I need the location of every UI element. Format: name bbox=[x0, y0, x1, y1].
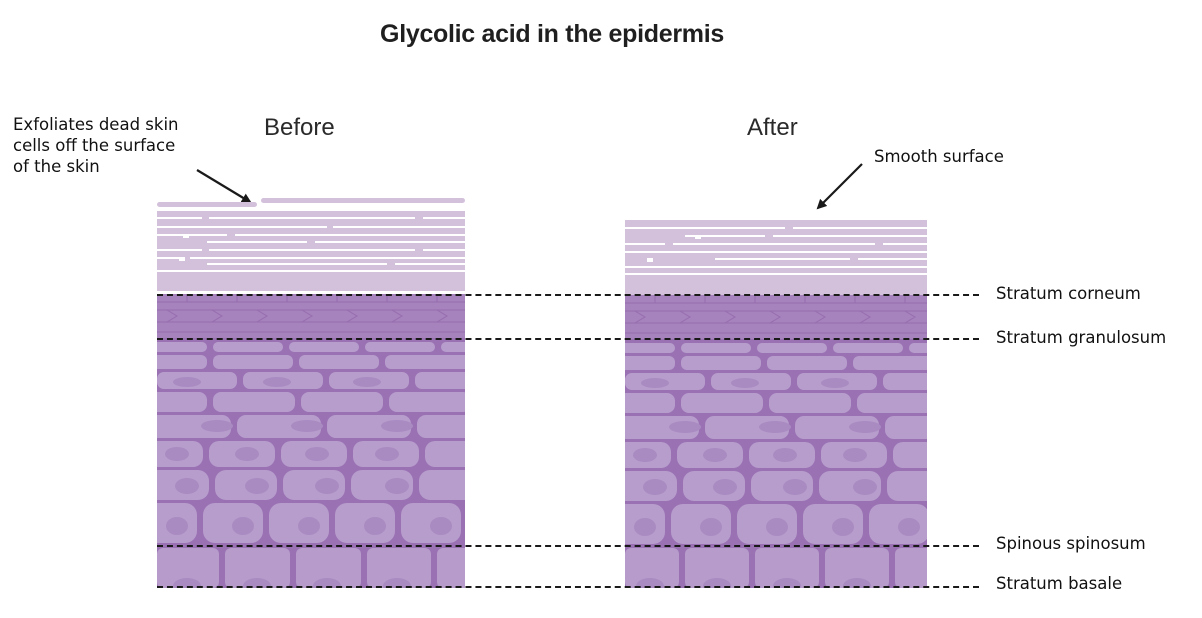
panel-label-after: After bbox=[747, 114, 798, 141]
epidermis-before bbox=[157, 198, 465, 588]
guide-line-spinous-spinosum bbox=[157, 545, 979, 547]
annotation-line: cells off the surface bbox=[13, 136, 176, 155]
annotation-line: of the skin bbox=[13, 157, 100, 176]
smooth-surface-annotation: Smooth surface bbox=[874, 147, 1004, 166]
guide-line-stratum-granulosum bbox=[157, 338, 979, 340]
layer-label-spinous-spinosum: Spinous spinosum bbox=[996, 534, 1146, 553]
guide-line-stratum-corneum bbox=[157, 294, 979, 296]
exfoliation-annotation: Exfoliates dead skin cells off the surfa… bbox=[13, 114, 178, 177]
layer-label-stratum-basale: Stratum basale bbox=[996, 574, 1123, 593]
panel-label-before: Before bbox=[264, 114, 335, 141]
annotation-line: Exfoliates dead skin bbox=[13, 115, 179, 134]
layer-label-stratum-corneum: Stratum corneum bbox=[996, 284, 1141, 303]
epidermis-after bbox=[625, 220, 927, 588]
diagram-title: Glycolic acid in the epidermis bbox=[380, 20, 724, 48]
guide-line-stratum-basale bbox=[157, 586, 979, 588]
layer-label-stratum-granulosum: Stratum granulosum bbox=[996, 328, 1167, 347]
